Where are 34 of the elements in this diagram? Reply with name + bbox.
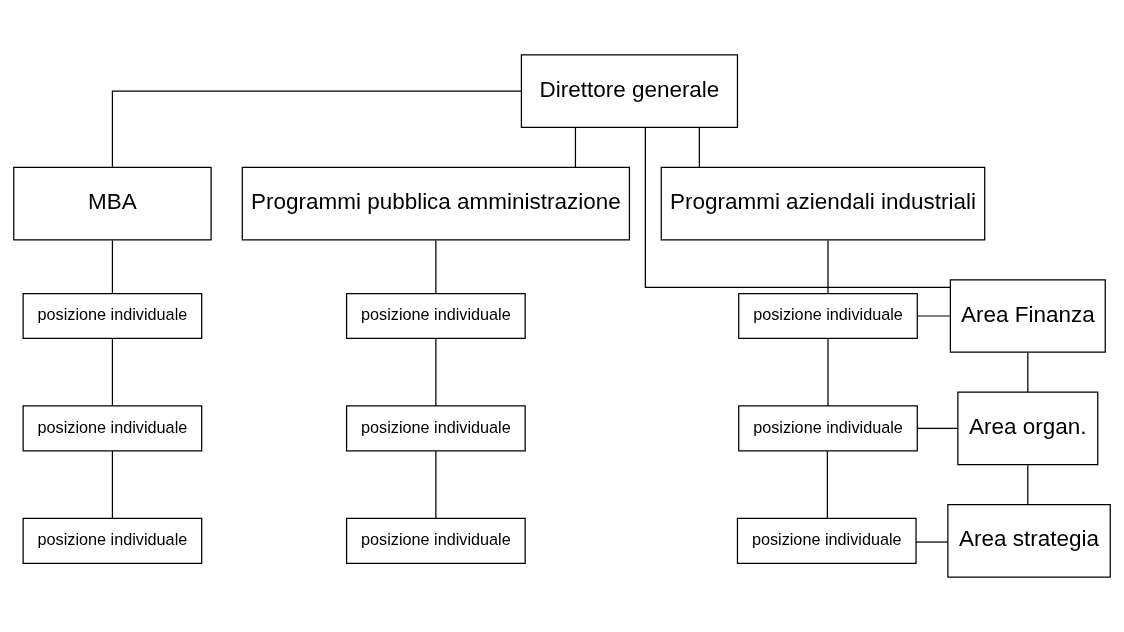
node-box: posizione individuale bbox=[736, 517, 917, 564]
connector bbox=[644, 127, 951, 288]
node-box: Area organ. bbox=[957, 391, 1099, 466]
connector bbox=[916, 315, 951, 317]
connector bbox=[1027, 464, 1029, 505]
node-box: posizione individuale bbox=[345, 292, 526, 340]
node-box: posizione individuale bbox=[345, 405, 526, 452]
connector bbox=[915, 541, 949, 543]
node-box: Programmi pubblica amministrazione bbox=[241, 166, 631, 241]
node-box: posizione individuale bbox=[22, 292, 203, 340]
node-box: Direttore generale bbox=[520, 54, 739, 129]
node-box: Programmi aziendali industriali bbox=[660, 166, 986, 241]
node-box: posizione individuale bbox=[22, 405, 203, 452]
connector bbox=[698, 127, 700, 168]
connector bbox=[827, 239, 829, 294]
node-box: posizione individuale bbox=[22, 517, 203, 564]
connector bbox=[435, 450, 437, 519]
connector bbox=[111, 90, 522, 168]
connector bbox=[435, 338, 437, 407]
connector bbox=[111, 338, 114, 407]
node-box: MBA bbox=[13, 166, 212, 241]
node-box: posizione individuale bbox=[738, 292, 918, 340]
node-box: posizione individuale bbox=[345, 517, 526, 564]
connector bbox=[435, 239, 437, 294]
connector bbox=[111, 239, 114, 294]
connector bbox=[574, 127, 577, 168]
connector bbox=[826, 450, 828, 519]
connector bbox=[1027, 352, 1029, 393]
connector bbox=[916, 427, 959, 429]
connector bbox=[111, 450, 114, 519]
node-box: posizione individuale bbox=[738, 405, 918, 452]
node-box: Area Finanza bbox=[949, 279, 1106, 353]
node-box: Area strategia bbox=[947, 503, 1111, 578]
connector bbox=[827, 338, 829, 407]
